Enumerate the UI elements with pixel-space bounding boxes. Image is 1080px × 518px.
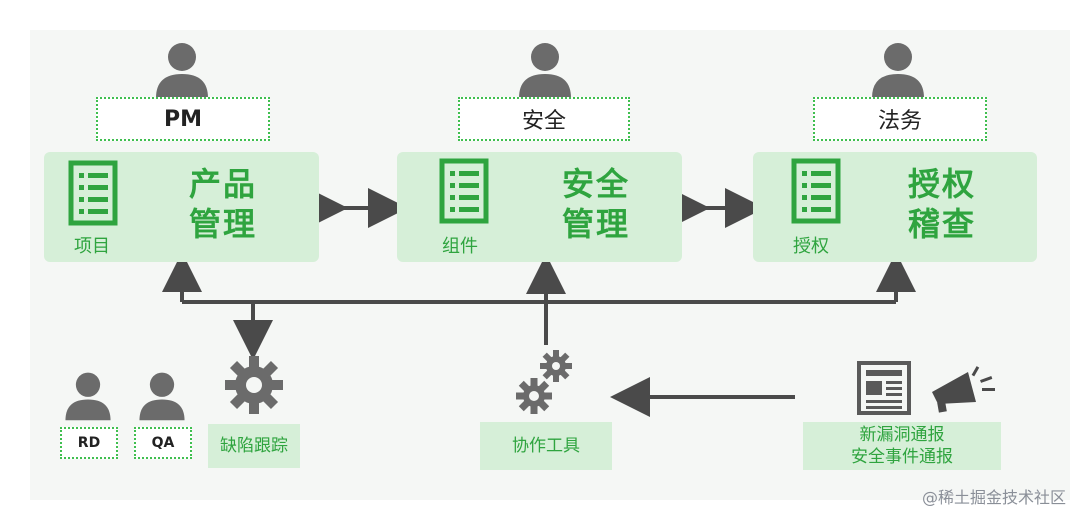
panel-title-line2: 稽查 [908, 205, 977, 243]
checklist-icon [439, 158, 489, 224]
panel-sub-label: 组件 [442, 236, 478, 257]
panel-product-management: 项目 产品 管理 [44, 152, 319, 262]
defect-tracking-box: 缺陷跟踪 [208, 424, 300, 468]
panel-title-line1: 安全 [562, 165, 631, 203]
newspaper-icon [857, 361, 911, 415]
person-icon [65, 372, 111, 421]
person-icon [156, 43, 208, 98]
gear-icon [225, 356, 283, 414]
megaphone-icon [932, 366, 995, 413]
report-line2: 安全事件通报 [851, 447, 953, 467]
checklist-icon [68, 160, 118, 226]
panel-license-audit: 授权 授权 稽查 [753, 152, 1037, 262]
person-icon [139, 372, 185, 421]
panel-title-line2: 管理 [189, 205, 258, 243]
watermark: @稀土掘金技术社区 [921, 488, 1066, 507]
report-box: 新漏洞通报 安全事件通报 [803, 422, 1001, 470]
panel-title-line1: 授权 [908, 165, 977, 203]
person-icon [872, 43, 924, 98]
role-qa: QA [134, 427, 192, 459]
gears-icon [516, 350, 572, 414]
report-line1: 新漏洞通报 [859, 425, 945, 445]
person-icon [519, 43, 571, 98]
panel-sub-label: 授权 [793, 236, 829, 257]
panel-title-line2: 管理 [562, 205, 631, 243]
panel-security-management: 组件 安全 管理 [397, 152, 682, 262]
collab-tools-box: 协作工具 [480, 422, 612, 470]
panel-title-line1: 产品 [189, 165, 258, 203]
role-security: 安全 [458, 97, 630, 141]
role-legal: 法务 [813, 97, 987, 141]
checklist-icon [791, 158, 841, 224]
role-rd: RD [60, 427, 118, 459]
role-pm: PM [96, 97, 270, 141]
panel-sub-label: 项目 [74, 236, 110, 257]
